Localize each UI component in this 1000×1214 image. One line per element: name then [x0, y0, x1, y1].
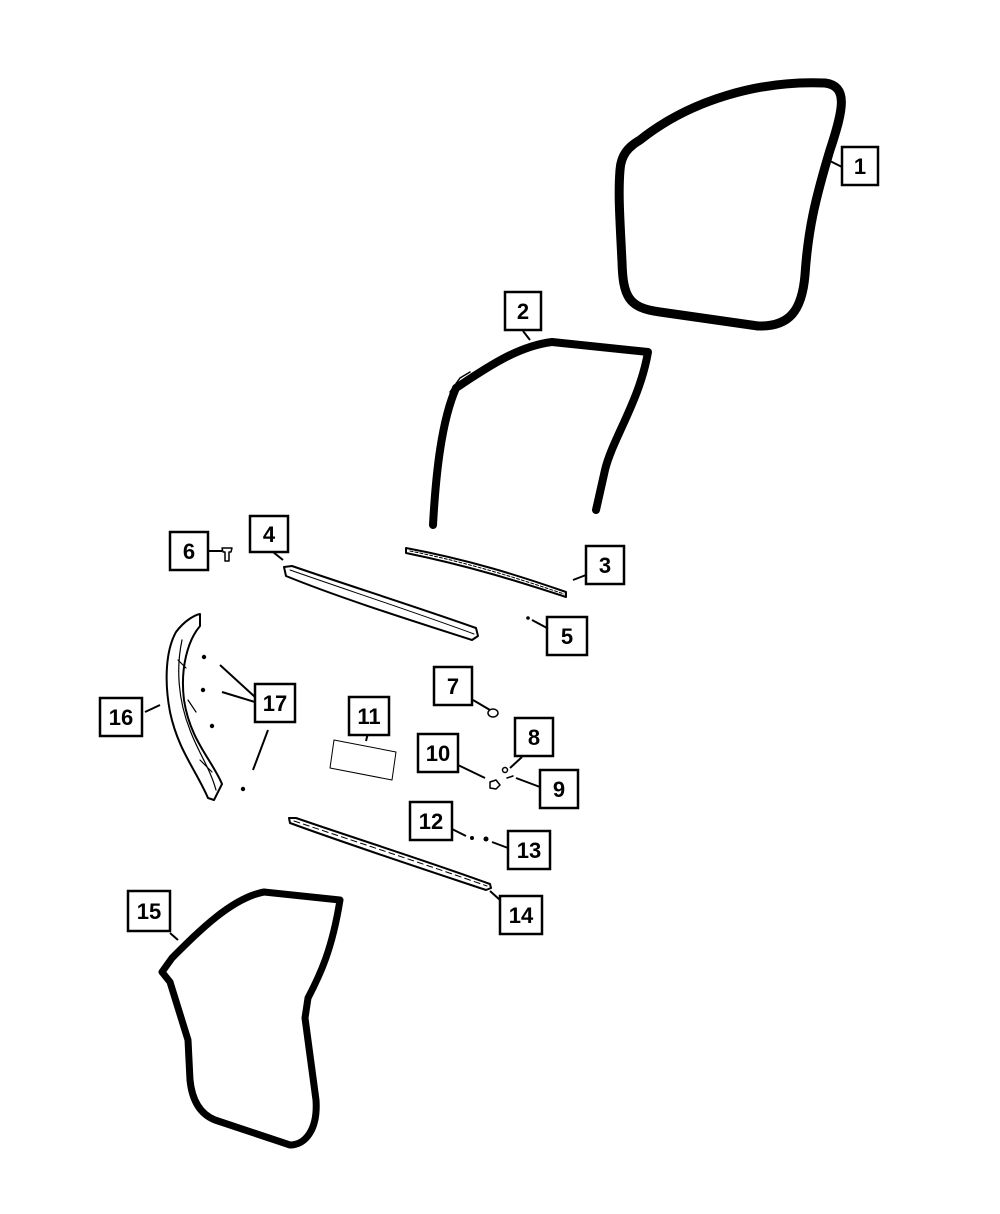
- callout-14: 14: [498, 894, 544, 936]
- callout-5-label: 5: [561, 624, 573, 649]
- callout-8-label: 8: [528, 725, 540, 750]
- callout-11: 11: [347, 695, 391, 737]
- callout-3: 3: [584, 544, 626, 586]
- part-14-lower-molding: [288, 817, 492, 891]
- part-7-grommet: [487, 708, 499, 718]
- callout-6-label: 6: [183, 539, 195, 564]
- callout-16-label: 16: [109, 705, 133, 730]
- callout-7-label: 7: [447, 674, 459, 699]
- callout-2-label: 2: [517, 299, 529, 324]
- part-15-door-weatherstrip: [158, 888, 344, 1149]
- callout-15: 15: [126, 889, 172, 933]
- callout-6: 6: [168, 530, 210, 572]
- callout-5: 5: [545, 615, 589, 657]
- part-12-plug: [470, 836, 474, 840]
- callout-14-label: 14: [509, 903, 534, 928]
- part-4-outer-belt-molding: [283, 565, 479, 641]
- part-6-screw: [221, 547, 233, 562]
- callout-11-label: 11: [357, 704, 380, 729]
- part-16-hinge-side-seal: [165, 613, 223, 801]
- callout-17: 17: [253, 682, 297, 724]
- callout-12-label: 12: [419, 809, 443, 834]
- callout-8: 8: [513, 716, 555, 758]
- part-1-door-opening-weatherstrip: [614, 78, 846, 331]
- part-13-plug: [483, 836, 489, 842]
- callout-2: 2: [503, 290, 543, 332]
- callout-1-label: 1: [854, 154, 866, 179]
- callout-15-label: 15: [137, 899, 161, 924]
- callout-1: 1: [840, 145, 880, 187]
- part-17-clips: [200, 654, 246, 792]
- part-5-clip: [526, 616, 530, 620]
- callout-17-label: 17: [263, 691, 287, 716]
- callout-9-label: 9: [553, 777, 565, 802]
- callout-16: 16: [98, 696, 144, 738]
- callout-4-label: 4: [263, 522, 276, 547]
- callout-10: 10: [416, 732, 460, 774]
- part-10-nut: [489, 779, 501, 790]
- callout-13: 13: [506, 829, 552, 871]
- callout-9: 9: [538, 768, 580, 810]
- callout-3-label: 3: [599, 553, 611, 578]
- part-2-glass-run-channel: [429, 338, 652, 529]
- part-11-decal: [329, 739, 397, 781]
- part-3-inner-belt-weatherstrip: [405, 547, 567, 598]
- callout-12: 12: [408, 800, 454, 842]
- callout-13-label: 13: [517, 838, 541, 863]
- callout-7: 7: [432, 665, 474, 707]
- leader-lines: [144, 159, 843, 941]
- part-8-clip: [501, 766, 509, 774]
- callout-10-label: 10: [426, 741, 450, 766]
- callout-4: 4: [248, 514, 290, 554]
- part-9-clip: [506, 775, 514, 779]
